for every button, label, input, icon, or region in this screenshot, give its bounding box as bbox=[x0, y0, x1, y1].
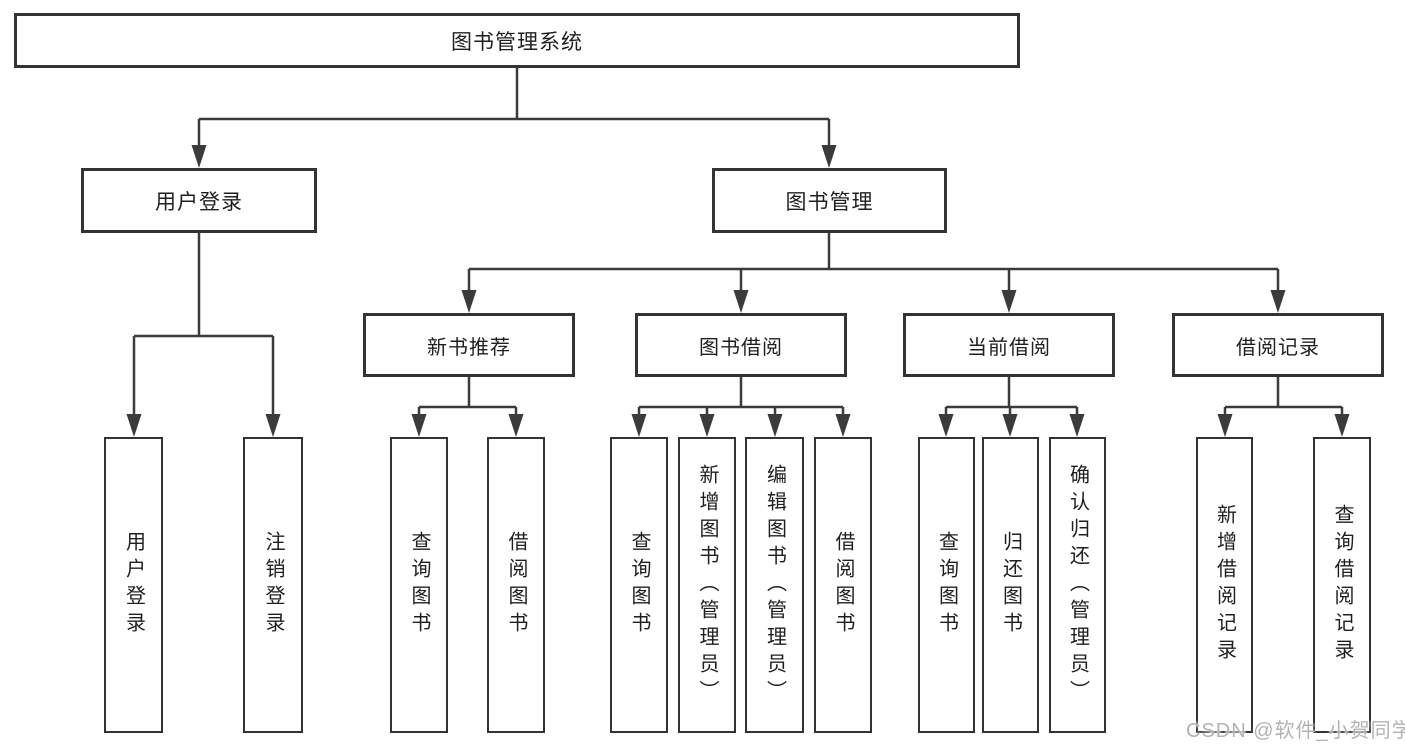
node-user-login: 用户登录 bbox=[81, 168, 317, 233]
node-leaf-query-borrow-record: 查询借阅记录 bbox=[1313, 437, 1371, 733]
node-label: 确认归还（管理员） bbox=[1066, 463, 1089, 707]
node-label: 借阅图书 bbox=[832, 531, 854, 639]
node-label: 查询借阅记录 bbox=[1331, 504, 1353, 666]
node-leaf-user-login: 用户登录 bbox=[104, 437, 163, 733]
node-borrowing-records: 借阅记录 bbox=[1172, 313, 1384, 377]
node-leaf-confirm-return-admin: 确认归还（管理员） bbox=[1049, 437, 1106, 733]
node-leaf-add-books-admin: 新增图书（管理员） bbox=[678, 437, 736, 733]
node-leaf-query-books-1: 查询图书 bbox=[390, 437, 448, 733]
node-label: 用户登录 bbox=[155, 190, 243, 214]
node-label: 新增借阅记录 bbox=[1213, 504, 1236, 666]
node-leaf-query-books-3: 查询图书 bbox=[918, 437, 975, 733]
node-leaf-logout: 注销登录 bbox=[243, 437, 303, 733]
node-new-book-recommendation: 新书推荐 bbox=[363, 313, 575, 377]
node-leaf-edit-books-admin: 编辑图书（管理员） bbox=[745, 437, 804, 733]
node-leaf-query-books-2: 查询图书 bbox=[610, 437, 668, 733]
node-root-library-system: 图书管理系统 bbox=[14, 13, 1020, 68]
node-label: 归还图书 bbox=[999, 531, 1022, 639]
node-leaf-add-borrow-record: 新增借阅记录 bbox=[1196, 437, 1253, 733]
node-book-management: 图书管理 bbox=[712, 168, 947, 233]
node-label: 编辑图书（管理员） bbox=[763, 463, 786, 707]
node-label: 注销登录 bbox=[262, 531, 284, 639]
node-current-borrowing: 当前借阅 bbox=[903, 313, 1115, 377]
node-label: 查询图书 bbox=[935, 531, 958, 639]
node-label: 新书推荐 bbox=[427, 336, 511, 359]
csdn-watermark: CSDN @软件_小贺同学 bbox=[1186, 720, 1405, 742]
node-label: 新增图书（管理员） bbox=[696, 463, 718, 707]
node-label: 图书管理系统 bbox=[451, 30, 583, 54]
node-label: 图书管理 bbox=[785, 190, 874, 214]
node-book-borrowing: 图书借阅 bbox=[635, 313, 847, 377]
node-label: 用户登录 bbox=[122, 531, 145, 639]
node-label: 图书借阅 bbox=[699, 336, 783, 359]
node-label: 查询图书 bbox=[628, 531, 650, 639]
node-label: 当前借阅 bbox=[967, 336, 1051, 359]
node-leaf-borrow-books-1: 借阅图书 bbox=[487, 437, 545, 733]
node-label: 查询图书 bbox=[408, 531, 430, 639]
node-label: 借阅记录 bbox=[1236, 336, 1320, 359]
node-leaf-borrow-books-2: 借阅图书 bbox=[814, 437, 872, 733]
node-leaf-return-books: 归还图书 bbox=[982, 437, 1039, 733]
node-label: 借阅图书 bbox=[505, 531, 527, 639]
